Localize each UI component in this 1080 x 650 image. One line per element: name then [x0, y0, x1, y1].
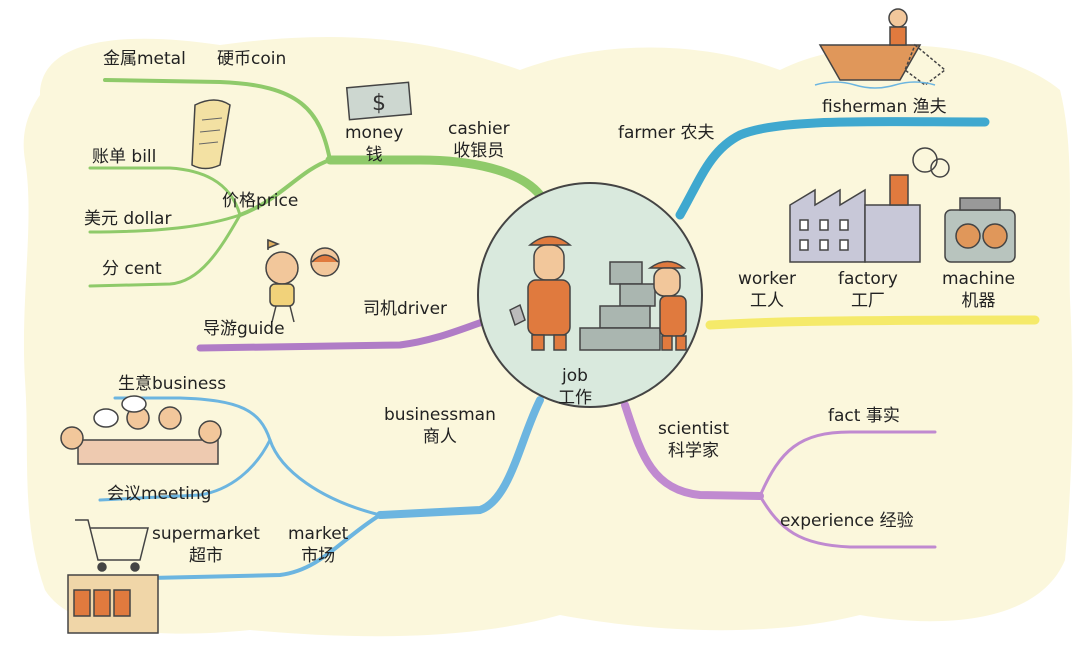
- label-coin: 硬币coin: [217, 49, 287, 69]
- purple-branch-right: [621, 401, 937, 549]
- label-market-zh: 市场: [301, 546, 336, 566]
- label-businessman-en: businessman: [384, 405, 496, 425]
- label-cashier-en: cashier: [448, 119, 510, 139]
- label-worker-en: worker: [738, 269, 796, 289]
- machine-icon: [944, 197, 1016, 263]
- label-scientist-en: scientist: [658, 419, 730, 439]
- label-machine-zh: 机器: [961, 291, 996, 311]
- teal-branch: [675, 117, 990, 220]
- label-businessman-zh: 商人: [422, 427, 457, 447]
- receipt-icon: [191, 99, 231, 170]
- shopping-cart-icon: [67, 519, 159, 634]
- yellow-branch: [705, 315, 1040, 330]
- label-scientist: scientist 科学家: [658, 418, 729, 462]
- label-driver: 司机driver: [363, 299, 448, 319]
- label-experience: experience 经验: [780, 511, 914, 531]
- label-dollar: 美元 dollar: [84, 209, 172, 229]
- meeting-icon: [60, 395, 222, 465]
- label-supermarket-en: supermarket: [152, 524, 260, 544]
- label-money-zh: 钱: [365, 145, 383, 165]
- label-machine: machine 机器: [942, 268, 1015, 312]
- label-market: market 市场: [288, 523, 348, 567]
- factory-icon: [789, 147, 950, 263]
- label-business: 生意business: [118, 374, 227, 394]
- green-branch: [88, 78, 545, 288]
- label-fisherman: fisherman 渔夫: [822, 97, 947, 117]
- label-money: money 钱: [345, 122, 403, 166]
- label-cashier: cashier 收银员: [448, 118, 510, 162]
- fishing-boat-icon: [814, 8, 947, 89]
- label-businessman: businessman 商人: [384, 404, 496, 448]
- label-metal: 金属metal: [103, 49, 186, 69]
- label-money-en: money: [345, 123, 404, 143]
- label-cent: 分 cent: [102, 259, 162, 279]
- svg-text:$: $: [372, 91, 386, 116]
- label-cashier-zh: 收银员: [453, 141, 505, 161]
- blue-branch: [98, 396, 544, 580]
- label-meeting: 会议meeting: [107, 484, 212, 504]
- label-scientist-zh: 科学家: [668, 441, 720, 461]
- label-farmer: farmer 农夫: [618, 123, 715, 143]
- label-supermarket: supermarket 超市: [152, 523, 260, 567]
- workers-icon: [509, 235, 687, 351]
- center-circle: [477, 182, 703, 408]
- dollar-bill-icon: $: [345, 81, 413, 121]
- label-price: 价格price: [222, 191, 299, 211]
- label-guide: 导游guide: [203, 319, 285, 339]
- label-fact: fact 事实: [828, 406, 900, 426]
- label-factory: factory 工厂: [838, 268, 898, 312]
- label-worker-zh: 工人: [749, 291, 784, 311]
- label-factory-en: factory: [838, 269, 898, 289]
- center-label-en: job: [562, 366, 588, 386]
- label-bill: 账单 bill: [92, 147, 157, 167]
- label-worker: worker 工人: [738, 268, 796, 312]
- label-machine-en: machine: [942, 269, 1016, 289]
- label-supermarket-zh: 超市: [188, 546, 223, 566]
- label-factory-zh: 工厂: [850, 291, 885, 311]
- center-label-zh: 工作: [558, 388, 592, 408]
- label-market-en: market: [288, 524, 349, 544]
- tour-guide-icon: [265, 238, 340, 323]
- center-label: job 工作: [558, 365, 592, 409]
